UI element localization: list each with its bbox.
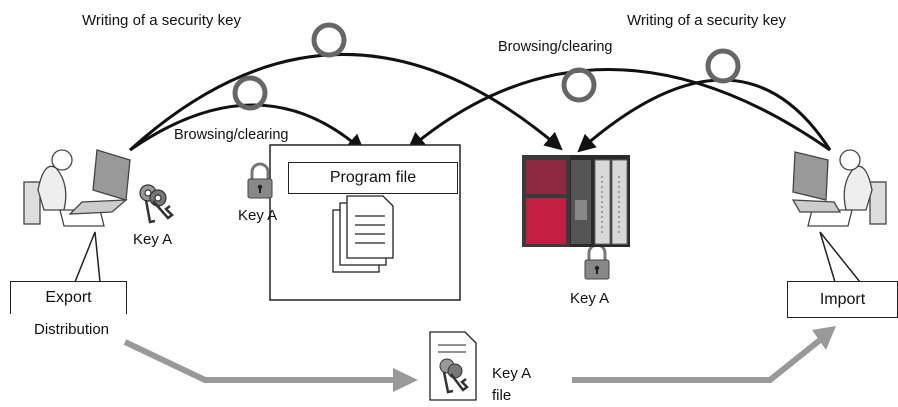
check-circle-write-right [705,48,741,84]
import-label: Import [819,290,866,308]
key-file-label-line2: file [492,387,512,404]
document-stack-icon [332,195,394,273]
key-file-icon [429,331,477,401]
arc-write-key-right [577,78,832,153]
browse-label-left: Browsing/clearing [174,127,289,143]
distribution-flow-arrow [123,337,822,383]
check-circle-browse-right [561,67,597,103]
keys-icon [139,184,174,224]
person-at-laptop-icon [791,149,887,227]
arc-browse-right [407,68,831,152]
program-file-label: Program file [329,169,417,186]
check-circle-write-left [311,22,347,58]
export-callout: Export [10,281,127,314]
arc-browse-left [129,103,365,153]
arc-write-key-left [128,53,563,152]
program-file-box: Program file [288,162,458,194]
export-label: Export [45,289,92,306]
key-a-label-project: Key A [238,207,278,224]
plc-unit-icon [522,155,630,247]
arrow-head-to-import [812,326,836,350]
import-callout-pointer [819,231,862,283]
key-a-label-plc: Key A [570,290,610,307]
export-callout-pointer [73,231,101,283]
write-key-label-right: Writing of a security key [627,12,786,29]
distribution-label: Distribution [34,321,110,338]
browse-label-right: Browsing/clearing [498,39,613,55]
arrow-head-to-key-file [393,368,418,392]
person-at-laptop-icon [23,149,131,227]
key-file-label-line1: Key A [492,365,532,382]
import-callout: Import [787,281,898,318]
padlock-icon [584,243,610,280]
write-key-label-left: Writing of a security key [82,12,241,29]
key-a-label-pc: Key A [133,231,173,248]
padlock-icon [247,162,273,199]
check-circle-browse-left [232,75,268,111]
